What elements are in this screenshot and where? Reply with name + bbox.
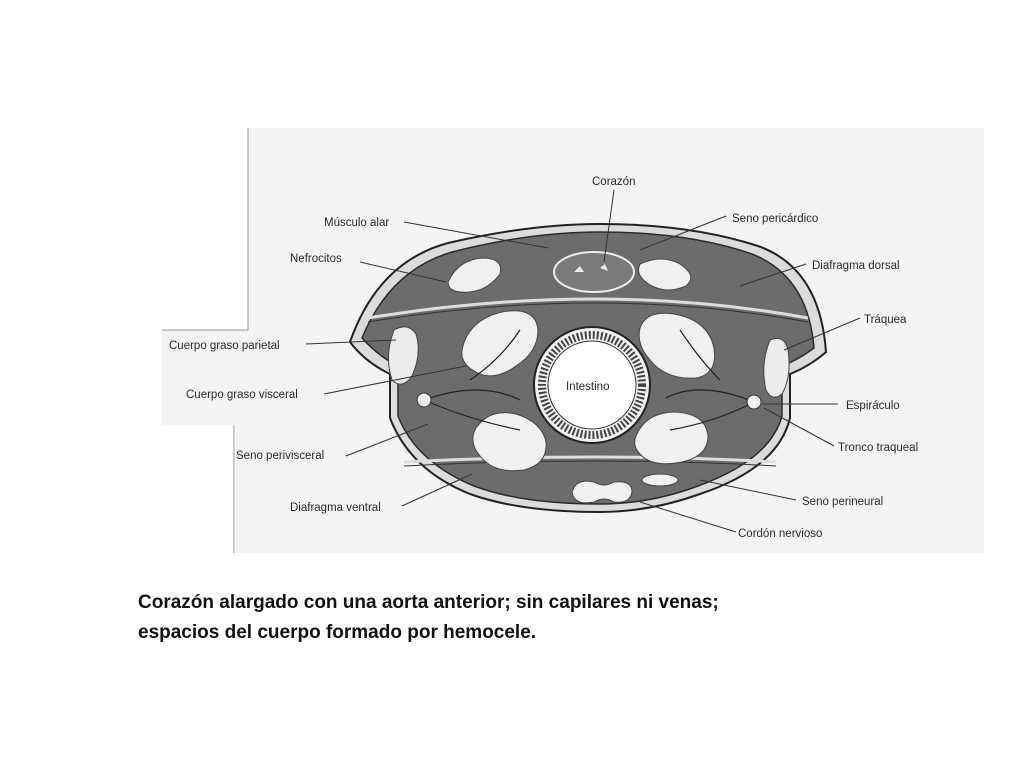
label-corazon: Corazón [592, 176, 635, 188]
leader-line [403, 221, 549, 249]
label-diafragma-ventral: Diafragma ventral [290, 502, 381, 514]
label-espiraculo: Espiráculo [846, 400, 900, 412]
intestine-epithelium [538, 331, 646, 439]
label-cordon-nervioso: Cordón nervioso [738, 528, 822, 540]
label-cuerpo-graso-parietal: Cuerpo graso parietal [169, 340, 280, 352]
scan-cutout [162, 128, 248, 330]
leader-line [603, 189, 615, 263]
label-seno-perineural: Seno perineural [802, 496, 883, 508]
label-tronco-traqueal: Tronco traqueal [838, 442, 918, 454]
dorsal-diaphragm-line [367, 302, 809, 323]
fat-body [447, 257, 502, 293]
spiracle-right [746, 394, 762, 410]
leader-line [783, 317, 861, 351]
label-seno-pericardico: Seno pericárdico [732, 213, 818, 225]
leader-line [639, 215, 727, 251]
fat-body [634, 411, 709, 465]
spiracle-left [416, 392, 432, 408]
ventral-diaphragm-line [403, 460, 777, 467]
caption: Corazón alargado con una aorta anterior;… [138, 588, 898, 648]
label-traquea: Tráquea [864, 314, 907, 326]
fat-body [388, 326, 419, 385]
leader-line [323, 365, 467, 395]
leader-line [345, 423, 429, 457]
tracheae [423, 329, 755, 431]
label-diafragma-dorsal: Diafragma dorsal [812, 260, 900, 272]
caption-line-1: Corazón alargado con una aorta anterior;… [138, 592, 719, 613]
fat-body [638, 258, 692, 291]
label-musculo-alar: Músculo alar [324, 217, 389, 229]
heart-marks [574, 264, 608, 272]
nerve-cord [571, 480, 633, 504]
fat-body [461, 310, 539, 377]
leader-line [401, 473, 473, 507]
ventral-diaphragm [403, 455, 777, 464]
fat-body [763, 337, 790, 398]
heart [553, 251, 635, 293]
leader-line [359, 261, 447, 283]
label-cuerpo-graso-visceral: Cuerpo graso visceral [186, 389, 298, 401]
label-seno-perivisceral: Seno perivisceral [236, 450, 324, 462]
caption-line-2: espacios del cuerpo formado por hemocele… [138, 622, 537, 643]
dorsal-diaphragm [367, 297, 809, 320]
fat-body [472, 412, 547, 472]
leader-line [639, 501, 737, 533]
leader-line [739, 263, 807, 287]
fat-body [638, 312, 716, 379]
label-intestino: Intestino [566, 381, 609, 393]
fat-body [641, 473, 679, 487]
label-nefrocitos: Nefrocitos [290, 253, 342, 265]
intestine-lumen [547, 340, 637, 430]
leader-line [763, 407, 835, 447]
scan-cutout-lower [162, 425, 236, 553]
insect-cross-section-diagram: Corazón Músculo alar Seno pericárdico Ne… [162, 128, 984, 553]
leader-line [699, 479, 797, 501]
leader-line [305, 339, 397, 345]
